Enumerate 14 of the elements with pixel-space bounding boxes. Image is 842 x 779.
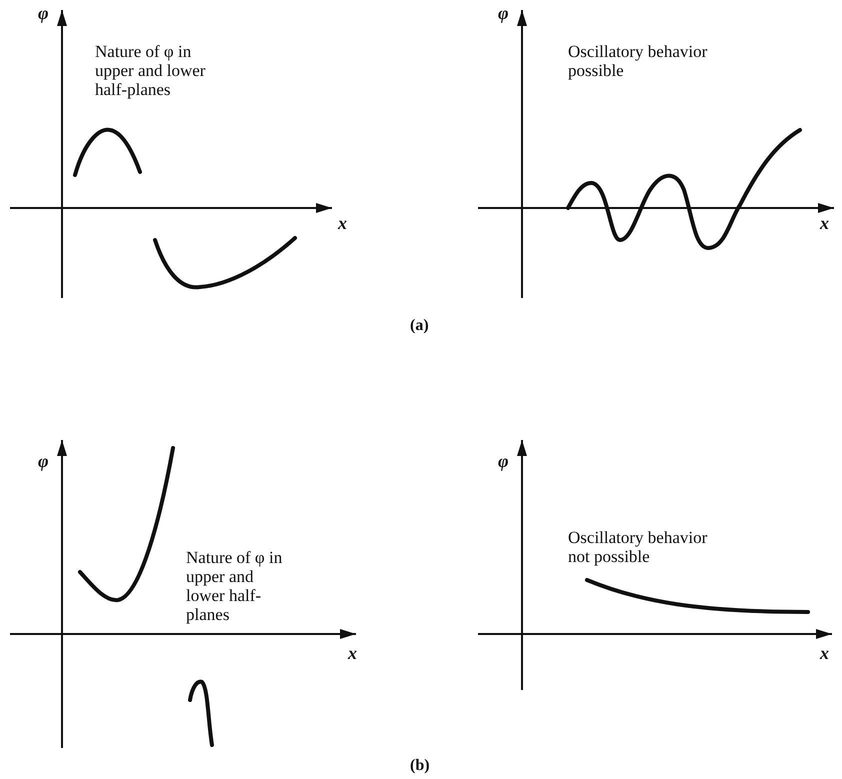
- panel-label: (b): [410, 756, 430, 775]
- annotation-text: Oscillatory behavior possible: [568, 42, 708, 80]
- annotation-text: Nature of φ in upper and lower half-planes: [186, 548, 284, 624]
- axis-label: φ: [38, 452, 49, 471]
- axis-label: φ: [498, 452, 509, 471]
- annotation-text: Nature of φ in upper and lower half-planes: [95, 42, 206, 99]
- axis-label: φ: [38, 4, 49, 23]
- axis-label: x: [820, 644, 829, 663]
- axis-label: x: [820, 214, 829, 233]
- annotation-text: Oscillatory behavior not possible: [568, 528, 708, 566]
- axis-label: φ: [498, 4, 509, 23]
- panel-label: (a): [410, 316, 429, 335]
- axis-label: x: [348, 644, 357, 663]
- axis-label: x: [338, 214, 347, 233]
